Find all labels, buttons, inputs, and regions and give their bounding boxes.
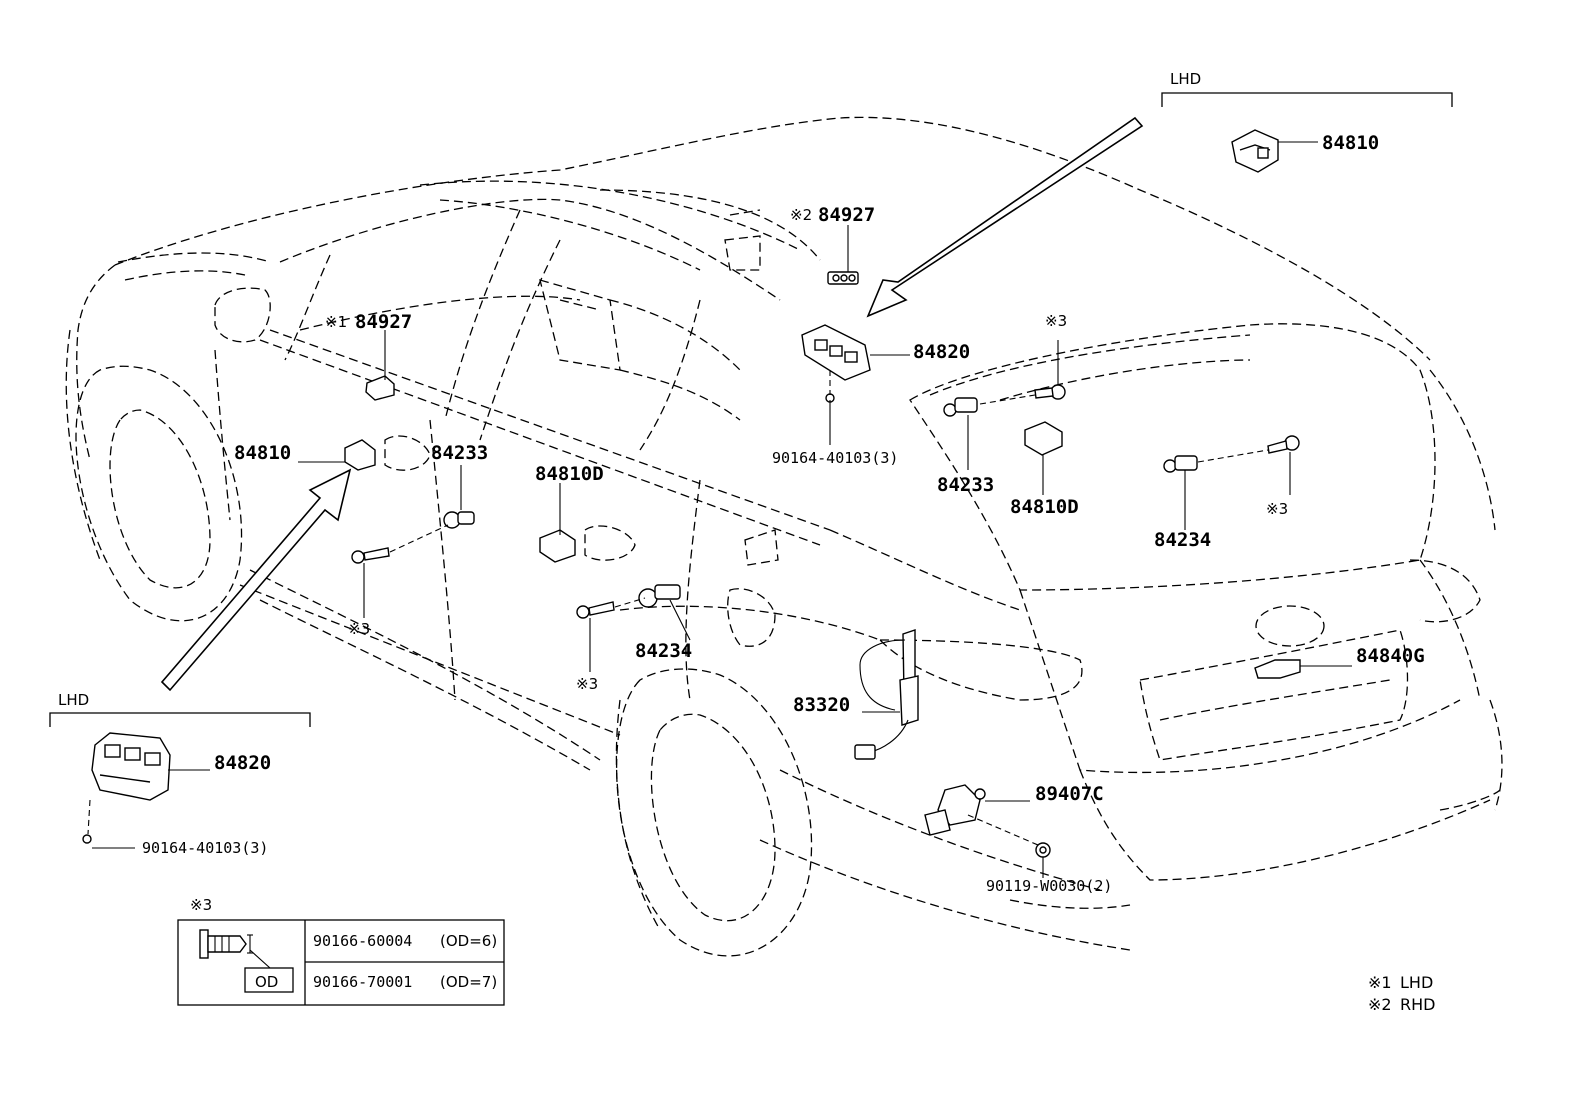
arrow-to-door-switch	[160, 468, 352, 692]
part-number-90164-40103-lhd: 90164-40103(3)	[142, 839, 268, 857]
part-number-84233-rear: 84233	[937, 474, 994, 496]
screw-part-row-2: 90166-70001	[313, 973, 412, 991]
part-number-90164-40103-mid: 90164-40103(3)	[772, 449, 898, 467]
door-lock-switch-icon	[1231, 129, 1279, 173]
part-number-84234-mid: 84234	[635, 640, 692, 662]
part-number-90119-W0030: 90119-W0030(2)	[986, 877, 1112, 895]
bolt-icon	[351, 547, 390, 564]
lhd-switch-icon	[365, 375, 395, 401]
back-door-switch-icon	[1024, 421, 1063, 456]
footnote-2-text: RHD	[1400, 995, 1435, 1014]
part-number-84233-door: 84233	[431, 442, 488, 464]
rear-door-courtesy-switch-icon	[638, 584, 681, 608]
part-number-84840G: 84840G	[1356, 645, 1425, 667]
part-number-84810-lhd: 84810	[1322, 132, 1379, 154]
callout-arrows	[160, 116, 1144, 692]
part-number-84820-lhd: 84820	[214, 752, 271, 774]
footnote-1-text: LHD	[1400, 973, 1433, 992]
part-number-84927-lhd: 84927	[355, 311, 412, 333]
bolt-icon	[1034, 384, 1066, 400]
tailgate-courtesy-switch-icon	[943, 397, 978, 417]
lhd-bracket-bottom: LHD	[49, 691, 311, 727]
screw-spec-table: ※3 OD 90166-60004 (OD=6) 90166-70001 (OD…	[177, 896, 505, 1006]
part-number-83320: 83320	[793, 694, 850, 716]
lhd-master-window-switch-icon	[91, 732, 171, 801]
part-labels: 84810 ※2 84927 ※1 84927 84820 90164-4010…	[142, 132, 1425, 895]
part-number-84810D-rear: 84810D	[1010, 496, 1079, 518]
screw-spec-row-1: (OD=6)	[440, 932, 497, 950]
footnote-1-mark: ※1	[1368, 973, 1392, 992]
screw-spec-row-2: (OD=7)	[440, 973, 497, 991]
screw-mark-top: ※3	[1045, 312, 1067, 330]
nut-icon	[1035, 842, 1051, 858]
footnotes: ※1 LHD ※2 RHD	[1368, 973, 1435, 1014]
part-number-84820: 84820	[913, 341, 970, 363]
master-window-switch-icon	[801, 324, 871, 381]
bolt-icon	[576, 601, 615, 619]
lhd-label-top: LHD	[1170, 70, 1201, 88]
parts	[82, 129, 1301, 858]
footnote-2-mark: ※2	[1368, 995, 1392, 1014]
vehicle-speed-sensor-icon	[854, 629, 919, 760]
part-number-89407C: 89407C	[1035, 783, 1104, 805]
od-label: OD	[255, 973, 278, 991]
lhd-label-bottom: LHD	[58, 691, 89, 709]
lhd-bracket-top: LHD	[1161, 70, 1453, 107]
rear-door-switch-icon	[539, 529, 576, 563]
screw-mark-rear: ※3	[1266, 500, 1288, 518]
rhd-switch-icon	[827, 271, 859, 285]
rhd-mark: ※2	[790, 206, 812, 224]
height-control-sensor-icon	[924, 784, 986, 836]
screw-part-row-1: 90166-60004	[313, 932, 412, 950]
lhd-mark: ※1	[325, 313, 347, 331]
vehicle-outline	[65, 116, 1503, 957]
arrow-to-window-switch	[866, 116, 1144, 318]
screw-mark-mid: ※3	[576, 675, 598, 693]
part-number-84810-door: 84810	[234, 442, 291, 464]
screw-icon	[199, 929, 271, 969]
door-courtesy-switch-icon	[443, 511, 475, 529]
screw-table-mark: ※3	[190, 896, 212, 914]
bolt-icon	[1267, 435, 1300, 454]
license-lamp-switch-icon	[1254, 659, 1301, 679]
small-bolt-icon	[82, 834, 92, 844]
screw-mark-front: ※3	[348, 620, 370, 638]
leader-lines	[87, 141, 1352, 878]
front-door-switch-icon	[344, 439, 376, 471]
back-door-courtesy-switch-icon	[1163, 455, 1198, 473]
part-number-84810D-door: 84810D	[535, 463, 604, 485]
part-number-84234-rear: 84234	[1154, 529, 1211, 551]
part-number-84927-rhd: 84927	[818, 204, 875, 226]
